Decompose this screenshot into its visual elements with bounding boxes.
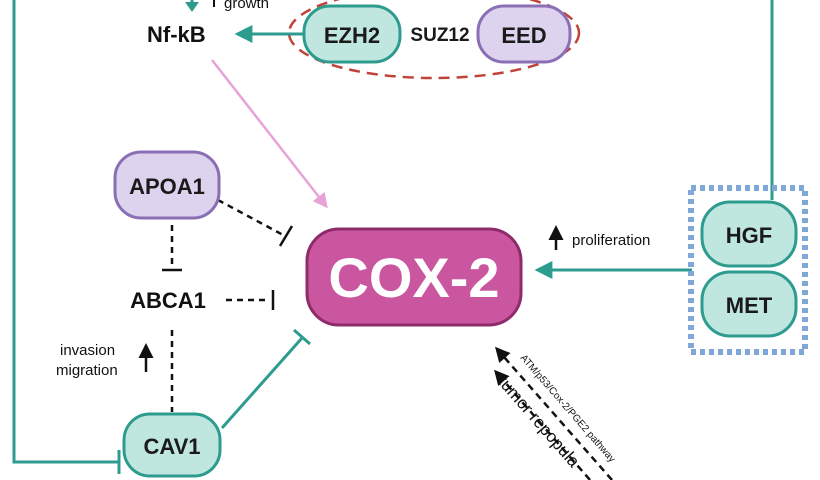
ezh2-node[interactable]: EZH2 — [302, 4, 402, 64]
tumor-repop-label: tumor repopula — [494, 372, 584, 471]
cox2-label: COX-2 — [328, 246, 499, 309]
cav1-cox2-tbar — [293, 328, 311, 346]
cav1-inhibit-cox2 — [220, 337, 304, 429]
apoa1-node[interactable]: APOA1 — [113, 150, 221, 220]
cav1-feedback-line — [12, 0, 118, 464]
hgf-met-membrane — [688, 185, 808, 355]
abca1-label: ABCA1 — [130, 288, 206, 313]
growth-arrowhead — [185, 2, 199, 12]
eed-node[interactable]: EED — [476, 4, 572, 64]
apoa1-inhibit-cox2 — [217, 198, 286, 238]
cox2-node[interactable]: COX-2 — [305, 227, 523, 327]
migration-label: migration — [56, 362, 118, 379]
eed-label: EED — [501, 23, 546, 48]
cav1-node[interactable]: CAV1 — [122, 412, 222, 478]
apoa1-label: APOA1 — [129, 174, 205, 199]
growth-label: growth — [224, 0, 269, 12]
nfkb-label: Nf-kB — [147, 22, 206, 47]
cav1-label: CAV1 — [143, 434, 200, 459]
nfkb-to-cox2-arrow — [211, 59, 328, 209]
suz12-label: SUZ12 — [410, 25, 469, 46]
pathway-dashed-arrow — [495, 346, 613, 480]
met-node[interactable]: MET — [700, 270, 798, 338]
prc2-complex-boundary — [287, 0, 581, 80]
hgf-node[interactable]: HGF — [700, 200, 798, 268]
hgf-label: HGF — [726, 223, 772, 248]
apoa1-inhibit-tbar — [278, 225, 294, 247]
ezh2-label: EZH2 — [324, 23, 380, 48]
met-label: MET — [726, 293, 773, 318]
proliferation-label: proliferation — [572, 232, 650, 249]
invasion-label: invasion — [60, 342, 115, 359]
